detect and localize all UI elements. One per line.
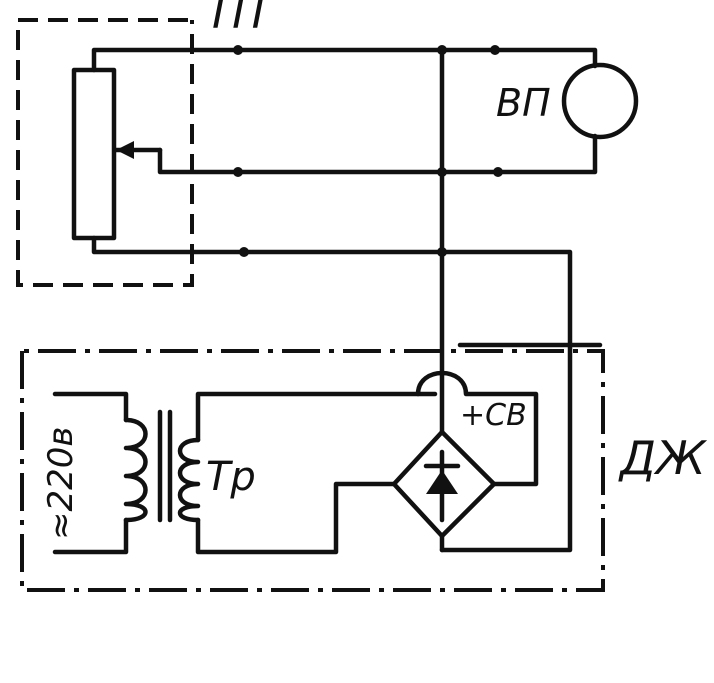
wire-wiper	[157, 133, 598, 175]
wire-top-bus	[91, 47, 598, 73]
diode-bridge-icon	[391, 369, 497, 553]
potentiometer-icon	[71, 67, 163, 241]
transformer-label: Тр	[206, 454, 256, 500]
node	[437, 45, 447, 55]
node	[493, 167, 503, 177]
wire-pot-bottom	[91, 235, 573, 553]
node	[233, 167, 243, 177]
node	[437, 247, 447, 257]
transformer-icon	[52, 391, 438, 555]
dj-label: ДЖ	[618, 431, 708, 485]
node	[490, 45, 500, 55]
motor-icon	[561, 62, 639, 140]
node	[239, 247, 249, 257]
pt-label: ПТ	[212, 0, 275, 39]
pt-enclosure	[16, 18, 194, 287]
node	[233, 45, 243, 55]
dj-enclosure	[20, 349, 605, 592]
node	[437, 167, 447, 177]
motor-label: ВП	[496, 81, 551, 125]
supply-label: ≈220в	[41, 427, 81, 540]
rectifier-output-label: +СВ	[460, 398, 527, 433]
wire-crossover	[415, 370, 539, 487]
